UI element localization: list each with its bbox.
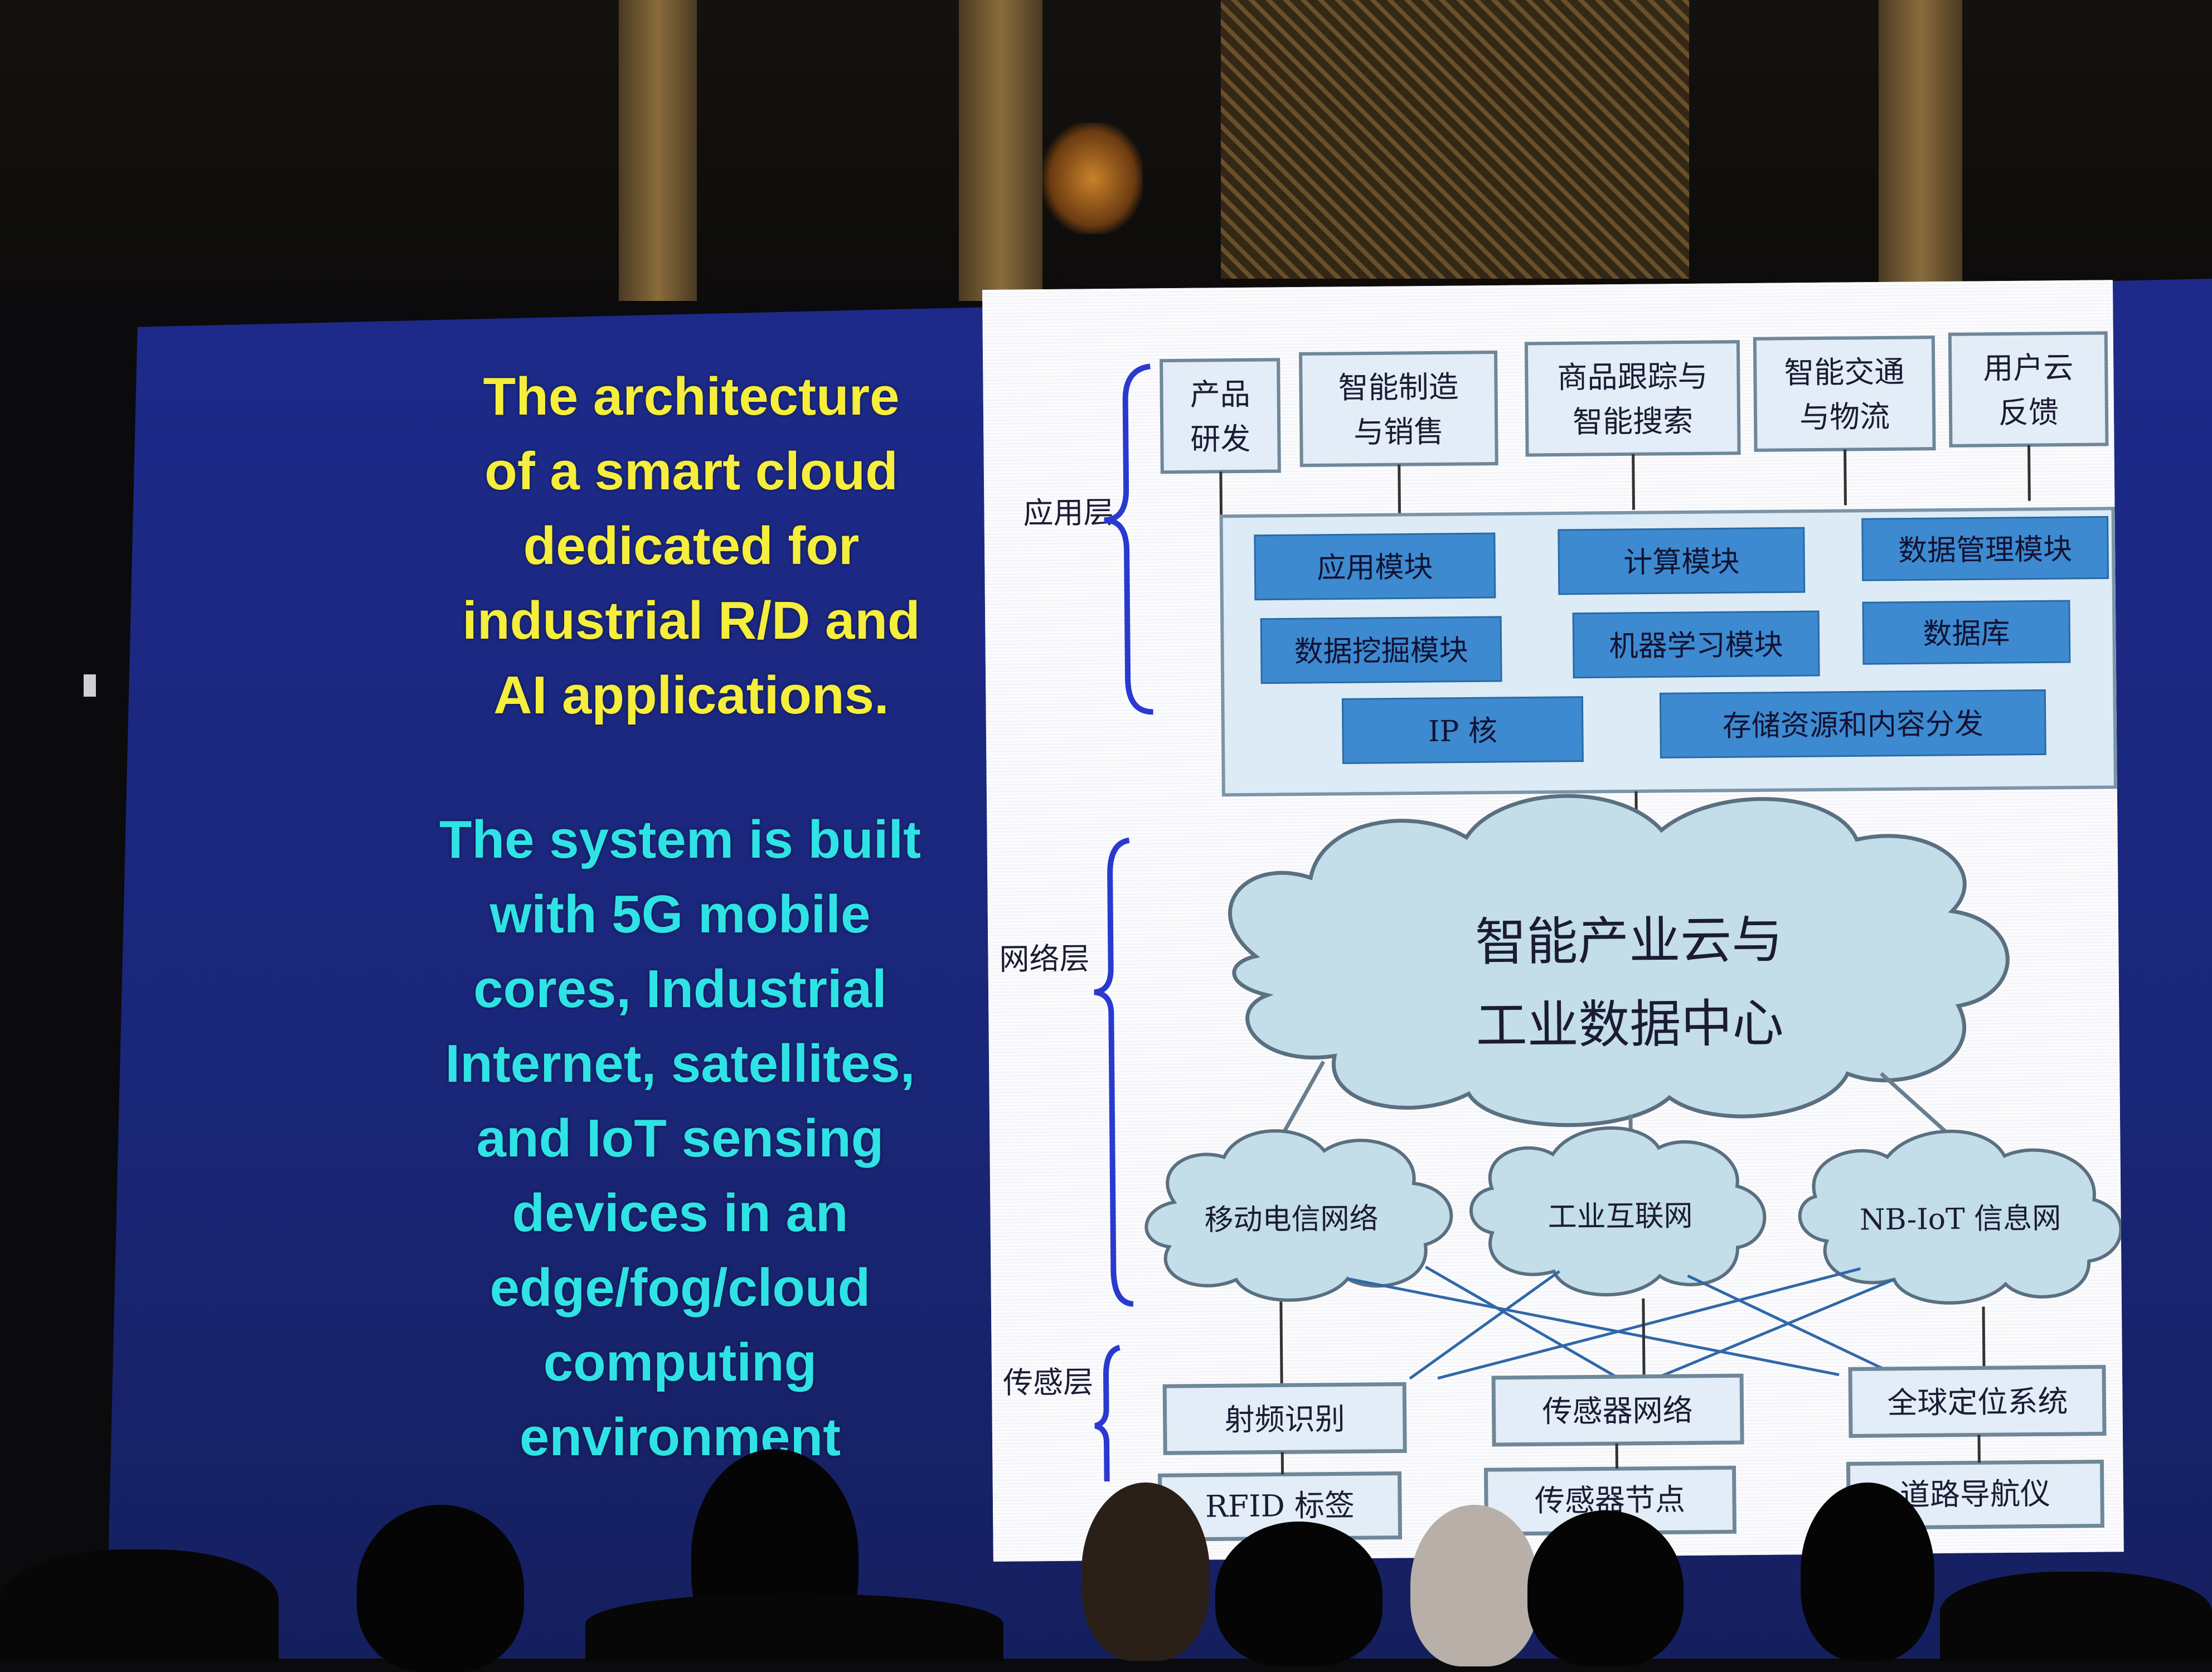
sensing-label: 全球定位系统: [1887, 1384, 2068, 1421]
layer-label-network: 网络层: [999, 941, 1090, 976]
body-line: and IoT sensing: [401, 1101, 959, 1176]
decorative-lattice: [1221, 0, 1689, 279]
audience-silhouette: [1940, 1572, 2212, 1661]
core-cloud-label: 智能产业云与: [1475, 910, 1783, 973]
app-label: 智能交通: [1784, 354, 1905, 391]
layer-label-application: 应用层: [1023, 495, 1114, 531]
module-label: 应用模块: [1317, 551, 1433, 585]
body-line: devices in an: [401, 1176, 959, 1251]
sub-cloud-label: NB-IoT 信息网: [1860, 1202, 2061, 1237]
layer-label-sensing: 传感层: [1003, 1364, 1094, 1400]
module-label: 机器学习模块: [1609, 628, 1783, 663]
app-label: 商品跟踪与: [1557, 359, 1708, 395]
heading-line: The architecture: [413, 359, 970, 434]
body-line: cores, Industrial: [401, 952, 959, 1027]
app-label: 与销售: [1354, 414, 1444, 450]
app-label: 反馈: [1998, 395, 2059, 430]
module-label: 数据管理模块: [1898, 533, 2073, 568]
body-line: edge/fog/cloud: [401, 1251, 959, 1325]
core-cloud-label: 工业数据中心: [1476, 994, 1784, 1056]
app-label: 与物流: [1799, 399, 1890, 435]
app-label: 智能制造: [1338, 370, 1459, 406]
app-label: 智能搜索: [1573, 404, 1694, 440]
stage-light: [1042, 123, 1143, 234]
sub-cloud-label: 移动电信网络: [1204, 1202, 1379, 1237]
audience-silhouette: [1410, 1505, 1539, 1666]
heading-line: AI applications.: [413, 658, 970, 733]
module-label: 计算模块: [1623, 545, 1740, 580]
body-line: environment: [401, 1400, 959, 1475]
slide-body: The system is built with 5G mobile cores…: [401, 803, 959, 1475]
app-label: 研发: [1190, 421, 1251, 457]
audience-silhouette: [585, 1594, 1003, 1661]
audience-silhouette: [1215, 1522, 1382, 1666]
app-label: 用户云: [1983, 350, 2074, 386]
wooden-pillar: [959, 0, 1042, 301]
heading-line: of a smart cloud: [413, 434, 970, 509]
sensing-label: RFID 标签: [1205, 1488, 1355, 1524]
body-line: Internet, satellites,: [401, 1027, 959, 1101]
heading-line: industrial R/D and: [413, 584, 970, 658]
body-line: computing: [401, 1325, 959, 1400]
architecture-diagram: 应用层 网络层 传感层 产品 研发 智能制造 与销售 商品跟踪与 智能搜索 智能…: [982, 280, 2124, 1562]
audience-silhouette: [1527, 1510, 1684, 1666]
wooden-pillar: [619, 0, 697, 301]
audience-silhouette: [1801, 1483, 1934, 1661]
module-label: 数据库: [1923, 617, 2010, 651]
heading-line: dedicated for: [413, 509, 970, 584]
module-label: 存储资源和内容分发: [1723, 707, 1984, 743]
sensing-label: 传感器网络: [1542, 1393, 1693, 1429]
sub-cloud-label: 工业互联网: [1548, 1199, 1693, 1234]
sensing-label: 道路导航仪: [1900, 1476, 2051, 1512]
app-label: 产品: [1190, 377, 1250, 412]
wooden-pillar: [1879, 0, 1962, 301]
audience-silhouette: [1081, 1483, 1210, 1661]
module-label: IP 核: [1428, 715, 1498, 748]
body-line: The system is built: [401, 803, 959, 877]
audience-silhouette: [357, 1505, 524, 1672]
screen-marker: [84, 674, 96, 697]
sensing-label: 射频识别: [1224, 1401, 1345, 1437]
body-line: with 5G mobile: [401, 877, 959, 952]
slide-heading: The architecture of a smart cloud dedica…: [413, 359, 970, 733]
module-label: 数据挖掘模块: [1294, 634, 1468, 669]
audience-silhouette: [0, 1549, 279, 1661]
